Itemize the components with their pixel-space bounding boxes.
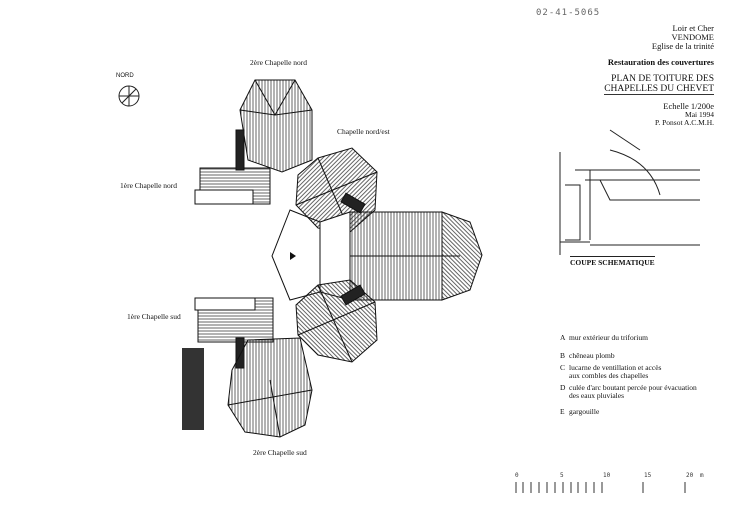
scale-tick-15: 15 [644,472,652,479]
scale-tick-0: 0 [515,472,519,479]
title-block: Loir et Cher VENDOME Eglise de la trinit… [604,24,714,127]
department: Loir et Cher [672,23,714,33]
chapel-2-north-roof [239,79,313,173]
chapel-south-east-roof [295,279,378,363]
town: VENDOME [671,32,715,42]
label-chapel-2-south: 2ère Chapelle sud [253,448,307,457]
project: Restauration des couvertures [607,57,714,67]
plan-title-2: CHAPELLES DU CHEVET [604,84,714,95]
label-chapel-1-south: 1ère Chapelle sud [127,312,181,321]
church: Eglise de la trinité [651,41,714,51]
label-chapel-2-north: 2ère Chapelle nord [250,58,308,67]
north-label: NORD [116,73,134,79]
label-chapel-north-east: Chapelle nord/est [337,127,390,136]
label-chapel-1-north: 1ère Chapelle nord [120,181,178,190]
archive-stamp: 02-41-5065 [536,8,601,18]
scale-unit: m [700,472,704,479]
date: Mai 1994 [685,110,714,119]
scale-tick-20: 20 [686,472,694,479]
schematic-section [559,129,700,255]
chapel-1-north-roof [194,129,271,205]
scale-tick-5: 5 [560,472,564,479]
section-title: COUPE SCHEMATIQUE [570,256,655,267]
scale-bar [515,482,686,493]
chapel-2-south-roof [227,337,313,438]
scale-tick-10: 10 [603,472,611,479]
adjacent-building-hatched [182,348,204,430]
plan-title-1: PLAN DE TOITURE DES [611,74,714,84]
chapel-1-south-roof [194,297,274,369]
scale: Echelle 1/200e [663,101,714,111]
axis-arrow-icon [290,252,296,260]
north-compass-icon [118,85,140,107]
author: P. Ponsot A.C.M.H. [655,118,714,127]
chevet-roof [271,209,483,301]
